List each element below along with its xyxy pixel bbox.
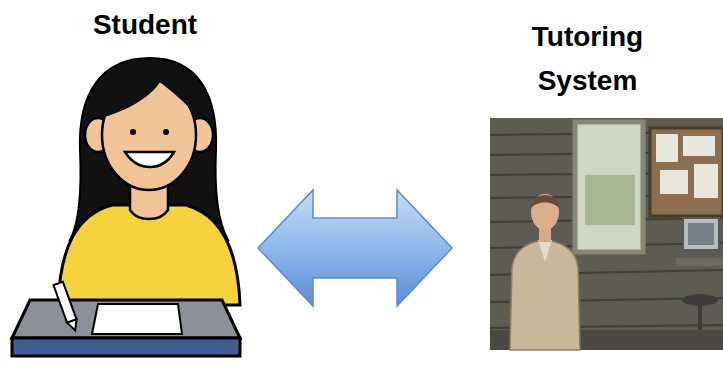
bangs [100,64,199,118]
double-arrow [258,190,452,306]
avatar-hair [530,195,560,210]
smile [125,152,174,167]
avatar-body [510,240,580,350]
room-wall [490,118,723,350]
tutoring-screenshot [490,118,723,350]
paper [92,304,182,334]
eye [163,129,169,135]
pen [53,282,79,332]
desk [676,258,723,266]
node-heading: Tutoring System [513,15,663,103]
monitor-screen [688,223,714,245]
notes [656,134,718,198]
desk-top [12,300,240,338]
eye [130,129,136,135]
tutoring-system-box: Tutoring System [452,15,723,350]
student-figure [12,58,240,356]
corkboard [650,128,723,216]
avatar-head [531,194,559,230]
window-tree [585,175,635,225]
node-heading: Student [45,3,245,47]
window [575,122,643,252]
monitor [683,218,719,250]
avatar-collar [538,240,552,262]
student-figure-box: Student [32,3,258,350]
desk-front [12,338,240,356]
